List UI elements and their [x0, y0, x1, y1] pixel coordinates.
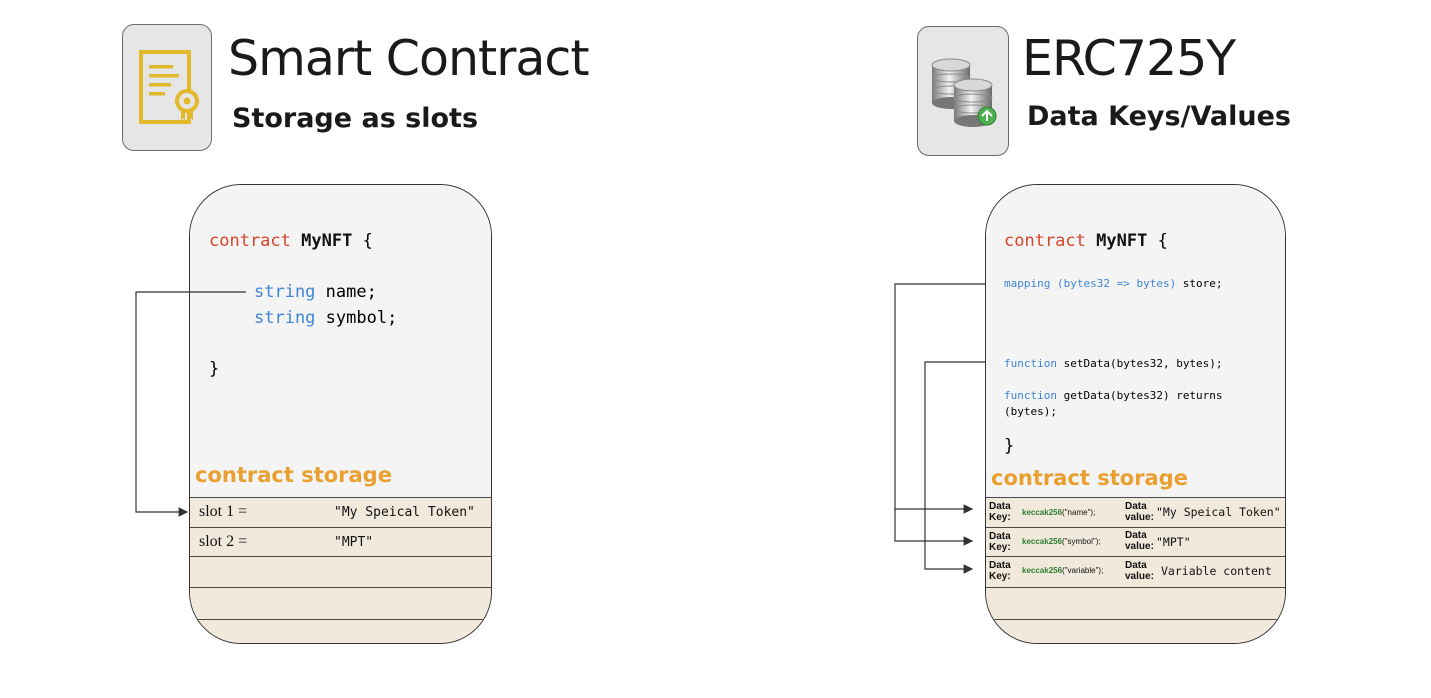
left-close-brace: } — [209, 359, 220, 379]
keccak-arg: ("variable"); — [1062, 566, 1104, 575]
left-contract-card: contract MyNFT { string name; string sym… — [189, 184, 492, 644]
setdata-line: function setData(bytes32, bytes); — [1004, 357, 1223, 370]
setdata-rest: setData(bytes32, bytes); — [1056, 357, 1223, 370]
right-title: ERC725Y — [1022, 30, 1236, 87]
row-divider — [190, 497, 491, 498]
left-subtitle: Storage as slots — [232, 103, 479, 134]
certificate-icon-box — [122, 24, 212, 151]
row-divider — [986, 556, 1285, 557]
right-contract-card: contract MyNFT { mapping (bytes32 => byt… — [985, 184, 1286, 644]
slot-2-value: "MPT" — [334, 535, 374, 550]
string-type: string — [254, 282, 316, 302]
right-code-area — [986, 185, 1285, 497]
row-divider — [190, 587, 491, 588]
row-divider — [986, 527, 1285, 528]
arrow-setdata-to-row3 — [924, 361, 985, 574]
right-contract-declaration: contract MyNFT { — [1004, 231, 1168, 251]
data-value-label: Data value: — [1125, 560, 1154, 582]
data-key-expression: keccak256("variable"); — [1022, 566, 1103, 575]
symbol-var: symbol; — [315, 308, 398, 328]
data-value: Variable content — [1161, 564, 1272, 578]
getdata-line: function getData(bytes32) returns — [1004, 389, 1223, 402]
row-divider — [190, 556, 491, 557]
keccak-fn: keccak256 — [1022, 508, 1063, 517]
right-storage-label: contract storage — [991, 466, 1188, 490]
contract-keyword: contract — [1004, 231, 1086, 251]
keccak-arg: ("symbol"); — [1062, 537, 1101, 546]
row-divider — [986, 587, 1285, 588]
data-value-label: Data value: — [1125, 530, 1154, 552]
row-divider — [986, 619, 1285, 620]
keccak-arg: ("name"); — [1062, 508, 1096, 517]
row-divider — [190, 527, 491, 528]
function-keyword: function — [1004, 357, 1057, 370]
row-divider — [190, 619, 491, 620]
getdata-rest: getData(bytes32) returns — [1056, 389, 1223, 402]
arrow-name-to-slot1 — [135, 291, 246, 517]
left-contract-declaration: contract MyNFT { — [209, 231, 373, 251]
getdata-line-2: (bytes); — [1004, 405, 1057, 418]
data-value: "MPT" — [1156, 535, 1191, 549]
arrow-mapping-to-row2 — [894, 509, 974, 546]
data-key-label: Data Key: — [989, 560, 1011, 582]
contract-name: MyNFT — [301, 231, 353, 251]
slot-1-label: slot 1 = — [199, 503, 248, 520]
data-key-label: Data Key: — [989, 531, 1011, 553]
data-value-label: Data value: — [1125, 501, 1154, 523]
database-icon — [931, 58, 997, 127]
keccak-fn: keccak256 — [1022, 537, 1063, 546]
name-var: name; — [315, 282, 377, 302]
right-storage-area — [986, 497, 1285, 643]
right-subtitle: Data Keys/Values — [1027, 101, 1291, 132]
mapping-rest: store; — [1176, 277, 1223, 290]
mapping-line: mapping (bytes32 => bytes) store; — [1004, 277, 1223, 290]
string-type: string — [254, 308, 316, 328]
left-code-area — [190, 185, 491, 497]
left-title: Smart Contract — [228, 30, 590, 87]
keccak-fn: keccak256 — [1022, 566, 1063, 575]
contract-keyword: contract — [209, 231, 291, 251]
left-storage-label: contract storage — [195, 463, 392, 487]
row-divider — [986, 497, 1285, 498]
data-value: "My Speical Token" — [1156, 505, 1281, 519]
left-code-line-symbol: string symbol; — [254, 308, 397, 328]
slot-2-label: slot 2 = — [199, 533, 248, 550]
data-key-label: Data Key: — [989, 501, 1011, 523]
data-key-expression: keccak256("name"); — [1022, 508, 1095, 517]
open-brace: { — [362, 231, 373, 251]
open-brace: { — [1157, 231, 1168, 251]
slot-1-value: "My Speical Token" — [334, 505, 475, 520]
mapping-keyword: mapping (bytes32 => bytes) — [1004, 277, 1177, 290]
left-storage-area — [190, 497, 491, 643]
left-code-line-name: string name; — [254, 282, 377, 302]
arrow-mapping-to-row1 — [894, 283, 985, 514]
certificate-document-icon — [139, 50, 199, 124]
data-key-expression: keccak256("symbol"); — [1022, 537, 1101, 546]
database-icon-box — [917, 26, 1009, 156]
right-close-brace: } — [1004, 436, 1015, 456]
function-keyword: function — [1004, 389, 1057, 402]
contract-name: MyNFT — [1096, 231, 1148, 251]
